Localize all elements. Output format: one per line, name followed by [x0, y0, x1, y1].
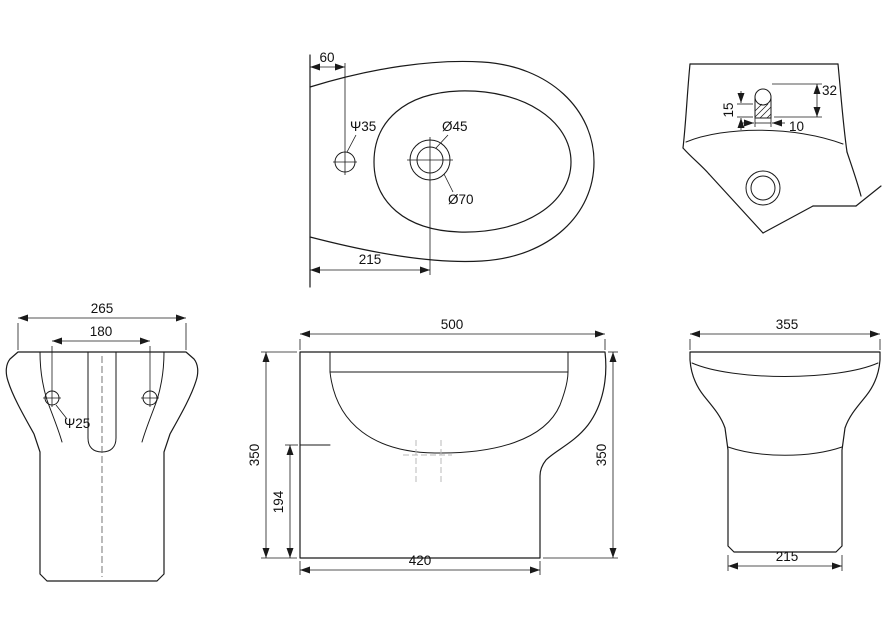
- side-bowl-profile: [329, 371, 569, 454]
- detail-waste-hole-inner: [750, 175, 776, 201]
- detail-dim-15-label: 15: [721, 102, 736, 117]
- front-outline: [689, 351, 881, 553]
- side-dim-350-right-label: 350: [594, 444, 609, 467]
- side-dim-420-label: 420: [409, 553, 432, 568]
- detail-right-lower-edge: [846, 151, 862, 197]
- plan-leader-d45: [435, 134, 449, 149]
- plan-dim-215-label: 215: [359, 252, 382, 267]
- front-dim-355-label: 355: [776, 317, 799, 332]
- front-body-pedestal-curve: [727, 446, 843, 456]
- rear-label-psi25: Ψ25: [64, 416, 90, 431]
- front-dim-215-label: 215: [776, 549, 799, 564]
- plan-dim-60-label: 60: [319, 50, 334, 65]
- detail-dim-10-label: 10: [789, 119, 804, 134]
- rear-leader-psi25: [55, 404, 68, 420]
- detail-break-line-3: [855, 185, 882, 207]
- detail-dim-32-label: 32: [822, 83, 837, 98]
- rear-outline: [5, 351, 199, 582]
- rear-view: 265 180 Ψ25: [5, 301, 199, 582]
- detail-left-edge: [682, 63, 691, 149]
- detail-break-line-1: [762, 205, 814, 234]
- rear-dim-180-label: 180: [90, 324, 113, 339]
- plan-label-d70: Ø70: [448, 192, 474, 207]
- side-outline: [299, 351, 607, 559]
- side-dim-194-label: 194: [271, 490, 286, 513]
- plan-outer-contour: [309, 60, 595, 263]
- rear-dim-265-label: 265: [91, 301, 114, 316]
- plan-label-d45: Ø45: [442, 119, 468, 134]
- front-rim-inner-arc: [691, 362, 879, 377]
- front-view: 355 215: [689, 317, 881, 571]
- plan-view: 60 215 Ψ35 Ø45 Ø70: [309, 50, 595, 288]
- plan-leader-d70: [443, 173, 454, 193]
- side-view: 500 350 194 350 420: [247, 317, 618, 575]
- plan-leader-psi35: [346, 134, 357, 153]
- plan-label-psi35: Ψ35: [350, 119, 376, 134]
- detail-left-diagonal: [708, 173, 764, 234]
- detail-hatching: [754, 103, 772, 119]
- side-dim-350-left-label: 350: [247, 444, 262, 467]
- detail-waste-hole-outer: [745, 170, 781, 206]
- detail-left-inner-curve: [682, 147, 710, 175]
- fixing-detail-view: 32 10 15: [682, 63, 882, 234]
- side-dim-500-label: 500: [441, 317, 464, 332]
- detail-inner-arc: [685, 129, 844, 145]
- rear-left-wing-inner: [39, 351, 63, 443]
- detail-right-edge: [837, 63, 848, 153]
- plan-bowl-rim: [373, 90, 572, 233]
